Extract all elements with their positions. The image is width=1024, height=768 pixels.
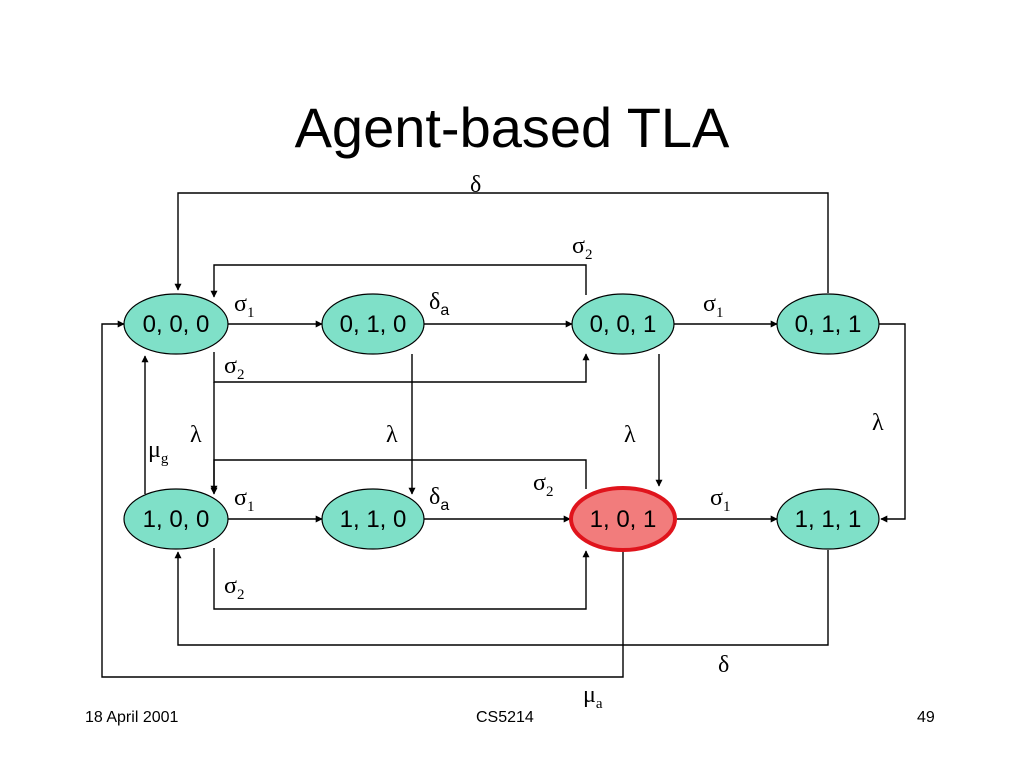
- state-label: 1, 1, 1: [795, 506, 862, 533]
- label-sigma1-d: σ1: [710, 485, 730, 515]
- edge-sigma2-row1: [213, 352, 590, 383]
- state-node-1-0-1-highlighted: 1, 0, 1: [569, 486, 677, 552]
- state-label: 1, 0, 1: [590, 506, 657, 533]
- label-lambda-3: λ: [624, 422, 636, 448]
- label-sigma1-c: σ1: [234, 485, 254, 515]
- label-sigma1-b: σ1: [703, 291, 723, 321]
- state-node-0-1-0: 0, 1, 0: [321, 293, 425, 355]
- state-label: 0, 0, 0: [143, 311, 210, 338]
- label-sigma2-row2: σ2: [224, 573, 244, 603]
- state-node-1-0-0: 1, 0, 0: [123, 488, 229, 550]
- edge-delta-top: [174, 192, 829, 293]
- state-label: 0, 0, 1: [590, 311, 657, 338]
- label-lambda-4: λ: [872, 410, 884, 436]
- label-lambda-1: λ: [190, 422, 202, 448]
- footer-page-number: 49: [917, 709, 935, 726]
- edge-mu-a: [101, 320, 624, 678]
- state-label: 0, 1, 1: [795, 311, 862, 338]
- label-mu-a: μa: [583, 682, 603, 712]
- footer-date: 18 April 2001: [85, 709, 179, 726]
- state-node-1-1-1: 1, 1, 1: [776, 488, 880, 550]
- edge-sigma2-top: [210, 264, 587, 298]
- label-sigma2-row1: σ2: [224, 353, 244, 383]
- label-delta-bottom: δ: [718, 652, 729, 678]
- label-sigma2-mid: σ2: [533, 470, 553, 500]
- state-label: 0, 1, 0: [340, 311, 407, 338]
- label-sigma1-a: σ1: [234, 291, 254, 321]
- state-node-1-1-0: 1, 1, 0: [321, 488, 425, 550]
- state-node-0-0-1: 0, 0, 1: [571, 293, 675, 355]
- state-node-0-0-0: 0, 0, 0: [123, 293, 229, 355]
- label-deltaa-b: δa: [429, 484, 449, 514]
- edge-delta-bottom: [174, 550, 829, 646]
- label-mu-g: μg: [148, 437, 169, 467]
- state-label: 1, 0, 0: [143, 506, 210, 533]
- edge-lambda-011-111: [879, 323, 906, 523]
- footer-course: CS5214: [476, 709, 534, 726]
- label-deltaa-a: δa: [429, 289, 449, 319]
- state-label: 1, 1, 0: [340, 506, 407, 533]
- label-lambda-2: λ: [386, 422, 398, 448]
- edge-sigma2-mid: [210, 459, 587, 493]
- label-delta-top: δ: [470, 172, 481, 198]
- label-sigma2-top: σ2: [572, 233, 592, 263]
- slide-title: Agent-based TLA: [294, 96, 730, 159]
- edge-sigma2-row2: [213, 548, 590, 610]
- state-node-0-1-1: 0, 1, 1: [776, 293, 880, 355]
